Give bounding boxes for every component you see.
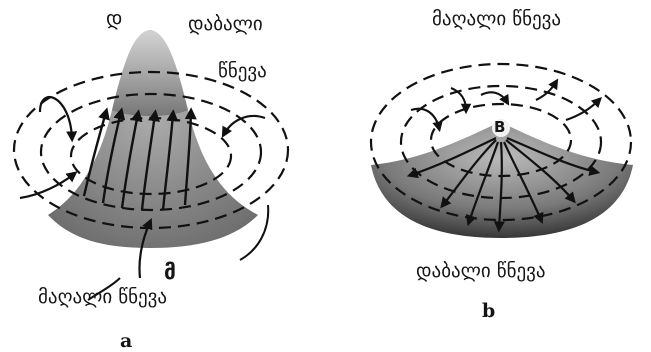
diagram-b-label-high: მაღალი წნევა (432, 10, 561, 29)
diagram-a-label-low-top: დაბალი (188, 15, 263, 34)
diagram-a-label-low-bottom: წნევა (218, 62, 267, 81)
diagram-b-caption: b (482, 302, 495, 321)
diagram-a-caption: a (120, 332, 132, 351)
diagram-a-center-letter: მ (164, 262, 176, 283)
diagram-b-center-letter: B (494, 120, 505, 135)
diagram-a-label-high: მაღალი წნევა (38, 288, 167, 307)
diagram-b-anticyclone (351, 0, 651, 352)
diagram-a-top-letter: დ (106, 8, 122, 28)
diagram-b-label-low: დაბალი წნევა (416, 262, 546, 281)
